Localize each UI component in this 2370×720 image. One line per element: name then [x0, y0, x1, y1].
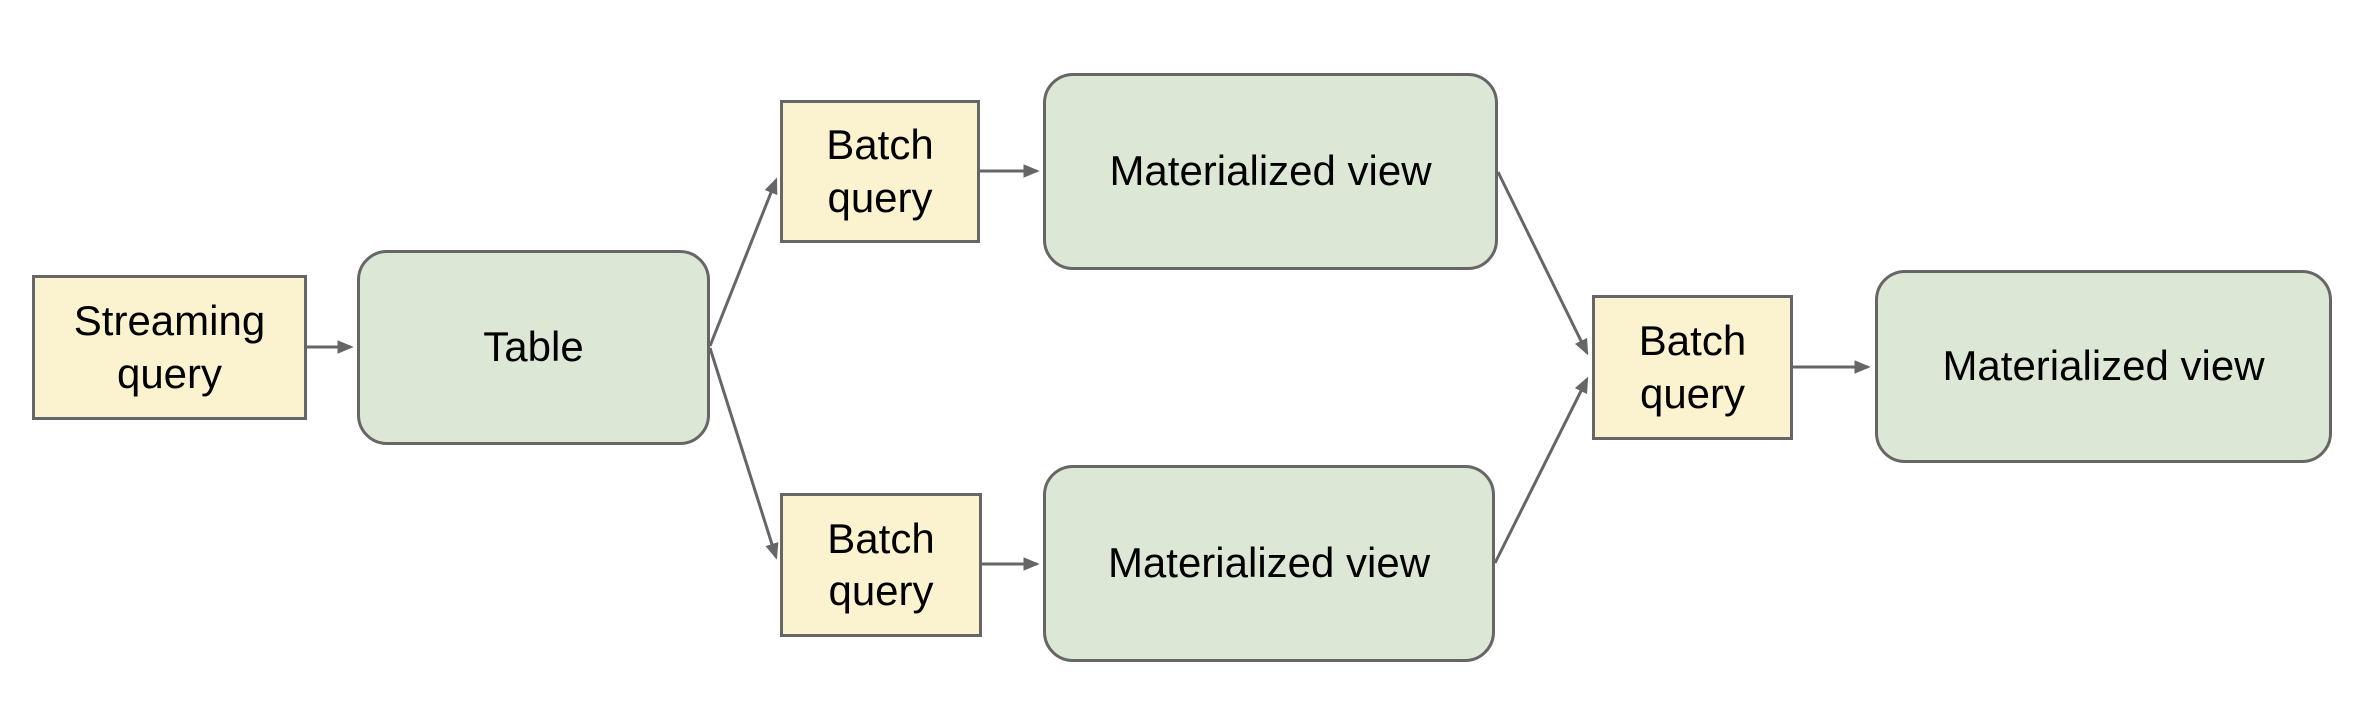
edge-table-to-batch-query-top [708, 177, 778, 347]
edge-mv-top-to-batch-query-final [1496, 171, 1589, 356]
node-table: Table [357, 250, 710, 445]
node-batch-query-final: Batch query [1592, 295, 1793, 440]
node-table-label: Table [483, 323, 584, 371]
node-materialized-view-bottom-label: Materialized view [1107, 539, 1431, 587]
node-batch-query-bottom-label: Batch query [827, 514, 935, 615]
node-batch-query-top: Batch query [780, 100, 980, 243]
node-batch-query-final-label: Batch query [1638, 317, 1747, 417]
node-streaming-query-label: Streaming query [73, 297, 266, 397]
edge-table-to-batch-query-bottom [708, 347, 779, 560]
node-streaming-query: Streaming query [32, 275, 307, 420]
node-materialized-view-final-label: Materialized view [1942, 342, 2265, 390]
node-materialized-view-bottom: Materialized view [1043, 465, 1495, 662]
node-materialized-view-top-label: Materialized view [1109, 147, 1432, 195]
node-materialized-view-top: Materialized view [1043, 73, 1498, 270]
node-materialized-view-final: Materialized view [1875, 270, 2332, 463]
edge-mv-bottom-to-batch-query-final [1493, 376, 1589, 564]
node-batch-query-top-label: Batch query [826, 121, 934, 221]
node-batch-query-bottom: Batch query [780, 493, 982, 637]
